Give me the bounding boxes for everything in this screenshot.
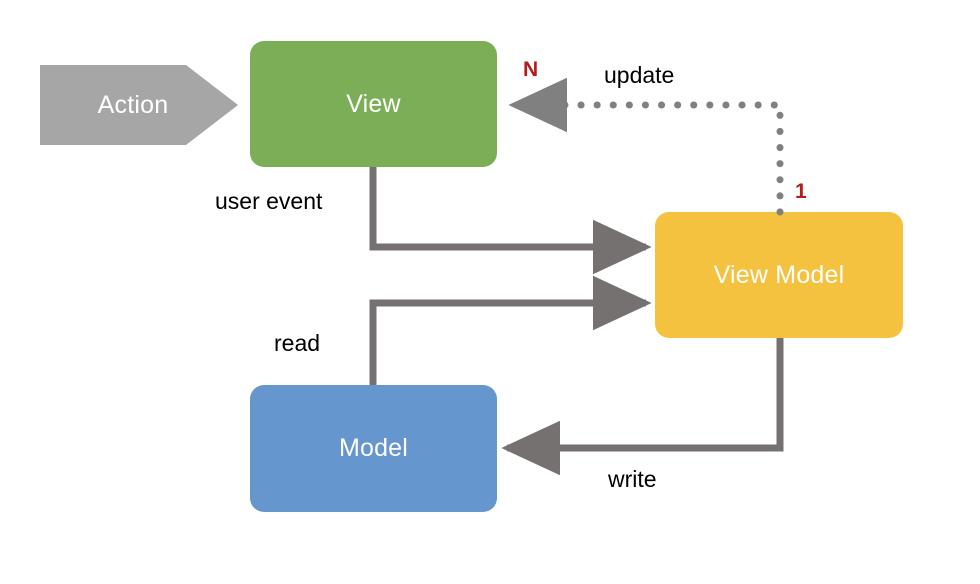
action-shape	[40, 65, 238, 145]
read-arrow	[369, 275, 652, 385]
user-event-label: user event	[215, 188, 323, 214]
update-label: update	[604, 62, 675, 88]
view-model-shape	[655, 212, 903, 338]
write-arrow	[501, 338, 784, 476]
model-shape	[250, 385, 497, 512]
user-event-arrow	[369, 167, 652, 275]
read-label: read	[274, 330, 321, 356]
view-shape	[250, 41, 497, 167]
cardinality-1-label: 1	[795, 180, 807, 203]
write-label: write	[608, 466, 657, 492]
update-arrow	[508, 77, 784, 216]
cardinality-n-label: N	[523, 58, 539, 81]
